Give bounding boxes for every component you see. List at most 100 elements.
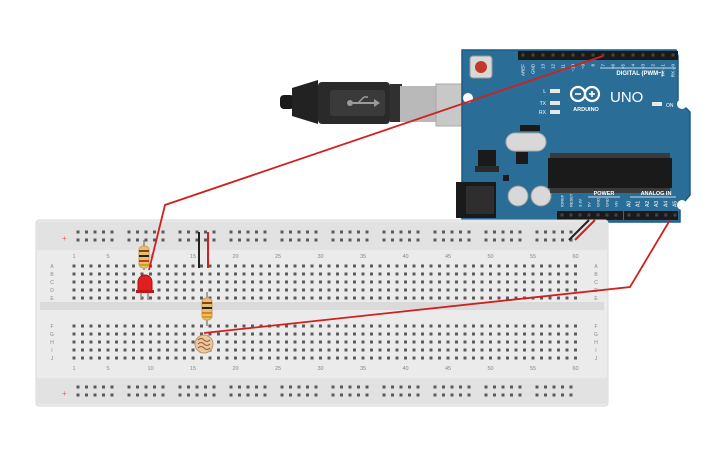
breadboard-hole[interactable]: [574, 348, 577, 352]
breadboard-hole[interactable]: [540, 356, 543, 360]
breadboard-hole[interactable]: [480, 288, 484, 292]
rail-hole[interactable]: [442, 238, 445, 242]
rail-hole[interactable]: [263, 385, 267, 389]
breadboard-hole[interactable]: [285, 296, 288, 300]
breadboard-hole[interactable]: [327, 296, 331, 300]
breadboard-hole[interactable]: [565, 272, 569, 276]
breadboard-hole[interactable]: [132, 296, 135, 300]
breadboard-hole[interactable]: [378, 332, 382, 336]
breadboard-hole[interactable]: [463, 356, 467, 360]
rail-hole[interactable]: [297, 385, 301, 389]
breadboard-hole[interactable]: [438, 296, 441, 300]
rail-hole[interactable]: [178, 393, 182, 397]
rail-hole[interactable]: [331, 393, 335, 397]
breadboard-hole[interactable]: [574, 272, 577, 276]
rail-hole[interactable]: [136, 385, 139, 389]
breadboard-hole[interactable]: [370, 332, 373, 336]
breadboard-hole[interactable]: [234, 272, 237, 276]
breadboard-hole[interactable]: [149, 348, 152, 352]
breadboard-hole[interactable]: [89, 356, 93, 360]
breadboard-hole[interactable]: [438, 272, 441, 276]
breadboard-hole[interactable]: [157, 280, 161, 284]
breadboard-hole[interactable]: [531, 324, 535, 328]
header-pin[interactable]: [581, 53, 585, 57]
breadboard-hole[interactable]: [472, 356, 475, 360]
breadboard-hole[interactable]: [251, 340, 254, 344]
breadboard-hole[interactable]: [217, 348, 220, 352]
breadboard-hole[interactable]: [446, 356, 450, 360]
rail-hole[interactable]: [552, 230, 556, 234]
breadboard-hole[interactable]: [225, 332, 229, 336]
breadboard-hole[interactable]: [123, 288, 127, 292]
breadboard-hole[interactable]: [276, 264, 280, 268]
rail-hole[interactable]: [306, 238, 309, 242]
breadboard-hole[interactable]: [463, 280, 467, 284]
breadboard-hole[interactable]: [225, 264, 229, 268]
breadboard-hole[interactable]: [361, 288, 365, 292]
breadboard-hole[interactable]: [480, 348, 484, 352]
breadboard-hole[interactable]: [183, 288, 186, 292]
breadboard-hole[interactable]: [106, 264, 110, 268]
breadboard-hole[interactable]: [251, 296, 254, 300]
breadboard-hole[interactable]: [174, 296, 178, 300]
breadboard-hole[interactable]: [506, 296, 509, 300]
breadboard-hole[interactable]: [115, 332, 118, 336]
breadboard-hole[interactable]: [276, 280, 280, 284]
breadboard-hole[interactable]: [319, 332, 322, 336]
breadboard-hole[interactable]: [489, 332, 492, 336]
breadboard-hole[interactable]: [438, 340, 441, 344]
breadboard-hole[interactable]: [225, 280, 229, 284]
breadboard-hole[interactable]: [455, 356, 458, 360]
breadboard-hole[interactable]: [293, 272, 297, 276]
breadboard-hole[interactable]: [344, 356, 348, 360]
rail-hole[interactable]: [110, 230, 114, 234]
breadboard-hole[interactable]: [285, 264, 288, 268]
breadboard-hole[interactable]: [149, 340, 152, 344]
breadboard-hole[interactable]: [225, 356, 229, 360]
rail-hole[interactable]: [289, 238, 292, 242]
breadboard-hole[interactable]: [455, 296, 458, 300]
breadboard-hole[interactable]: [166, 280, 169, 284]
breadboard-hole[interactable]: [319, 280, 322, 284]
breadboard-hole[interactable]: [302, 288, 305, 292]
header-pin[interactable]: [636, 213, 640, 217]
breadboard-hole[interactable]: [115, 340, 118, 344]
breadboard-hole[interactable]: [140, 296, 144, 300]
breadboard-hole[interactable]: [132, 272, 135, 276]
breadboard-hole[interactable]: [540, 324, 543, 328]
breadboard-hole[interactable]: [200, 324, 203, 328]
header-pin[interactable]: [541, 53, 545, 57]
breadboard-hole[interactable]: [395, 296, 399, 300]
breadboard-hole[interactable]: [123, 348, 127, 352]
rail-hole[interactable]: [195, 393, 199, 397]
breadboard-hole[interactable]: [344, 340, 348, 344]
rail-hole[interactable]: [365, 238, 369, 242]
breadboard-hole[interactable]: [319, 296, 322, 300]
breadboard-hole[interactable]: [89, 324, 93, 328]
breadboard-hole[interactable]: [387, 324, 390, 328]
breadboard-hole[interactable]: [234, 296, 237, 300]
header-pin[interactable]: [578, 213, 582, 217]
breadboard-hole[interactable]: [98, 348, 101, 352]
breadboard-hole[interactable]: [310, 296, 314, 300]
breadboard-hole[interactable]: [489, 288, 492, 292]
breadboard-hole[interactable]: [370, 348, 373, 352]
breadboard-hole[interactable]: [234, 340, 237, 344]
breadboard-hole[interactable]: [395, 356, 399, 360]
breadboard-hole[interactable]: [327, 332, 331, 336]
breadboard-hole[interactable]: [89, 272, 93, 276]
breadboard-hole[interactable]: [565, 340, 569, 344]
breadboard-hole[interactable]: [353, 280, 356, 284]
breadboard-hole[interactable]: [98, 272, 101, 276]
breadboard-hole[interactable]: [336, 324, 339, 328]
reset-button[interactable]: [469, 55, 493, 79]
breadboard-hole[interactable]: [276, 348, 280, 352]
breadboard-hole[interactable]: [217, 324, 220, 328]
breadboard-hole[interactable]: [98, 356, 101, 360]
breadboard-hole[interactable]: [327, 288, 331, 292]
rail-hole[interactable]: [178, 230, 182, 234]
breadboard-hole[interactable]: [412, 340, 416, 344]
rail-hole[interactable]: [501, 393, 505, 397]
rail-hole[interactable]: [365, 385, 369, 389]
breadboard-hole[interactable]: [234, 280, 237, 284]
